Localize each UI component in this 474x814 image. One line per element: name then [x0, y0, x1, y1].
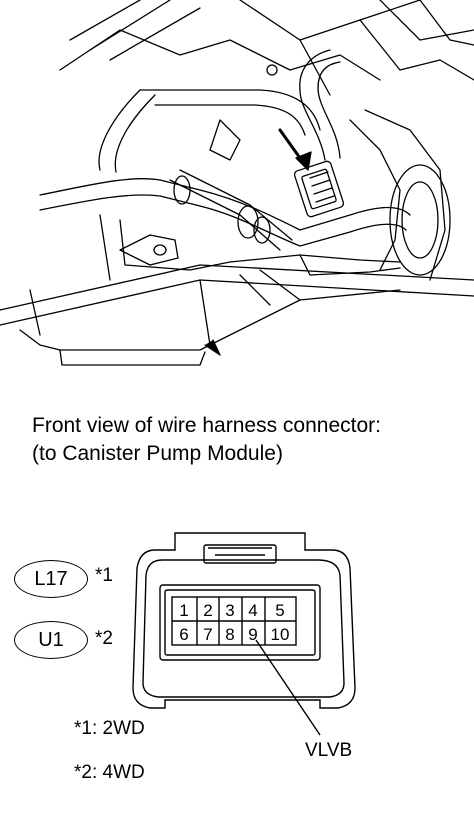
connector-inner-housing: [142, 559, 345, 698]
connector-code-2: U1: [38, 628, 64, 651]
pin-number-5: 5: [275, 601, 284, 620]
connector-code-1: L17: [34, 567, 68, 590]
pin-number-4: 4: [248, 601, 257, 620]
connector-code-oval-1: L17: [14, 560, 88, 598]
footnote-2: *2: 4WD: [74, 762, 145, 783]
caption-line-2: (to Canister Pump Module): [32, 442, 283, 465]
vlvb-leader-line: [255, 639, 321, 736]
connector-code-2-note-ref: *2: [95, 628, 113, 649]
connector-code-oval-2: U1: [14, 621, 88, 659]
connector-pin-block: [159, 584, 321, 661]
pin-number-6: 6: [179, 625, 188, 644]
pin-number-9: 9: [248, 625, 257, 644]
caption-line-1: Front view of wire harness connector:: [32, 414, 381, 437]
connector-outer-housing: [132, 532, 356, 709]
connector-code-1-note-ref: *1: [95, 565, 113, 586]
engine-bay-illustration: [0, 0, 474, 366]
pin-number-2: 2: [203, 601, 212, 620]
signal-label: VLVB: [305, 740, 352, 761]
pin-number-7: 7: [203, 625, 212, 644]
pin-number-8: 8: [225, 625, 234, 644]
footnote-1: *1: 2WD: [74, 718, 145, 739]
connector-lock-tab: [203, 544, 277, 564]
pin-number-1: 1: [179, 601, 188, 620]
pin-number-3: 3: [225, 601, 234, 620]
pin-number-10: 10: [271, 625, 290, 644]
